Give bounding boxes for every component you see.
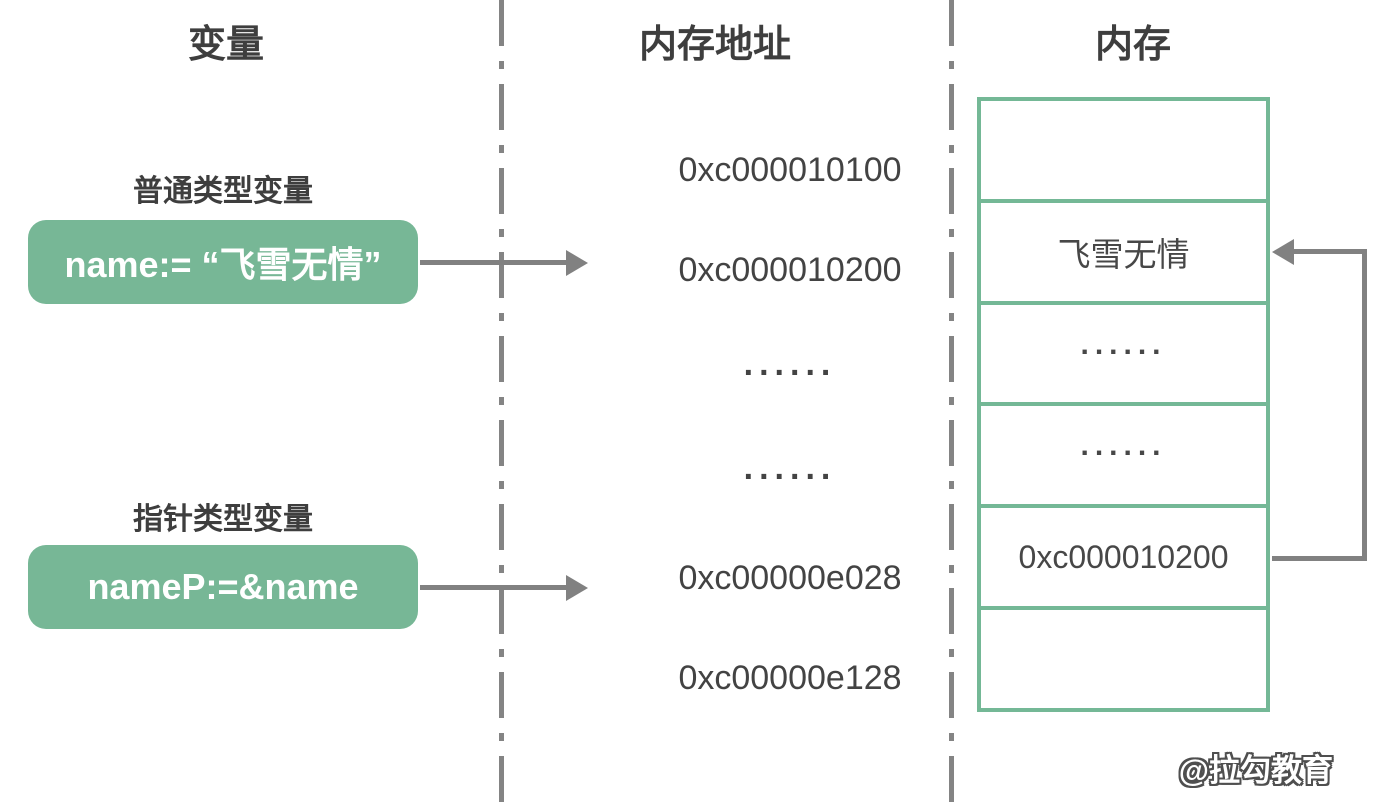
address-row-ellipsis: ...... [743,449,837,487]
pointer-loop-top-segment [1292,249,1367,254]
arrow-right-icon [566,250,588,276]
watermark-lagou-edu: @拉勾教育 [1178,753,1333,788]
column-header-addresses: 内存地址 [638,24,791,66]
pointer-loop-bottom-segment [1272,556,1367,561]
normal-var-arrow-line [420,260,570,265]
memory-cell-empty [981,101,1266,203]
pointer-variable-code-box: nameP:=&name [28,545,418,629]
memory-cell-value: 0xc000010200 [1018,538,1229,575]
dashed-divider-right [949,0,954,811]
column-header-variables: 变量 [187,24,264,66]
pointer-variable-code: nameP:=&name [87,566,359,607]
arrow-right-icon [566,575,588,601]
memory-cell-ellipsis: ...... [981,305,1266,407]
memory-cell-value: ...... [1080,429,1167,463]
pointer-var-arrow-line [420,585,570,590]
address-row: 0xc000010100 [678,151,902,189]
address-row: 0xc00000e128 [678,659,902,697]
normal-variable-label: 普通类型变量 [133,175,313,208]
column-header-memory: 内存 [1094,24,1171,66]
memory-cell-pointer-value: 0xc000010200 [981,508,1266,611]
memory-cell-value: ...... [1080,327,1167,361]
address-row: 0xc000010200 [678,251,902,289]
memory-cell-string-value: 飞雪无情 [981,203,1266,305]
normal-variable-code: name:= “飞雪无情” [64,244,382,285]
memory-cell-ellipsis: ...... [981,406,1266,509]
arrow-left-icon [1272,239,1294,265]
pointer-variable-label: 指针类型变量 [133,503,313,536]
memory-table: 飞雪无情 ...... ...... 0xc000010200 [977,97,1270,712]
address-row: 0xc00000e028 [678,559,902,597]
address-row-ellipsis: ...... [743,345,837,383]
memory-cell-value: 飞雪无情 [1057,235,1190,273]
normal-variable-code-box: name:= “飞雪无情” [28,220,418,304]
memory-cell-empty [981,610,1266,708]
dashed-divider-left [499,0,504,811]
pointer-loop-vertical-segment [1362,250,1367,561]
